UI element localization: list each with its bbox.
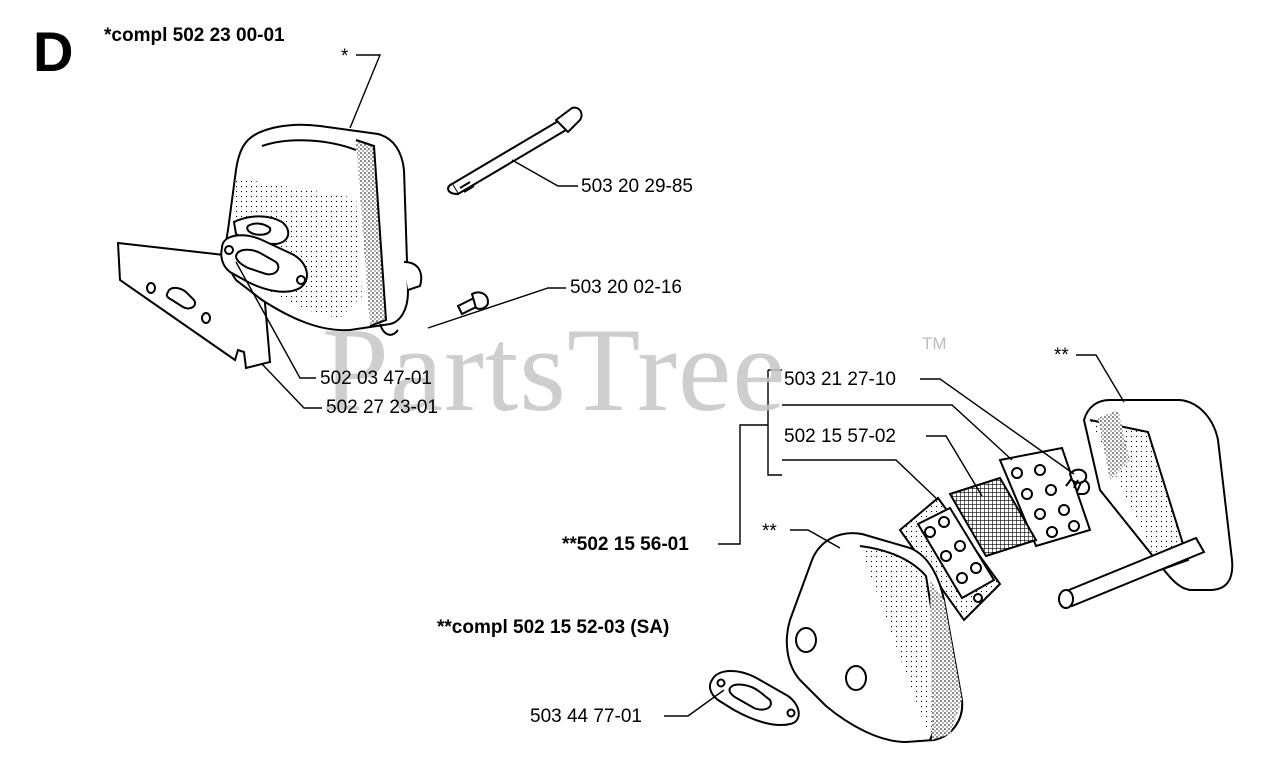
label-star2-right: ** (1054, 345, 1069, 366)
label-compl-lower[interactable]: **compl 502 15 52-03 (SA) (437, 617, 670, 638)
label-bolt[interactable]: 503 20 29-85 (581, 176, 693, 197)
label-screw-right[interactable]: 503 21 27-10 (784, 369, 896, 390)
label-kit[interactable]: **502 15 56-01 (562, 534, 689, 555)
watermark-trademark: TM (922, 334, 947, 353)
label-screen[interactable]: 502 15 57-02 (784, 426, 896, 447)
label-plate-upper[interactable]: 502 27 23-01 (326, 397, 438, 418)
label-star2-lower: ** (762, 521, 777, 542)
label-gasket-lower[interactable]: 503 44 77-01 (530, 706, 642, 727)
watermark-text: PartsTree (322, 303, 787, 436)
leader-lines (235, 54, 1125, 717)
lower-muffler-assembly (709, 399, 1234, 744)
label-screw[interactable]: 503 20 02-16 (570, 277, 682, 298)
section-letter: D (33, 20, 74, 83)
label-gasket-upper[interactable]: 502 03 47-01 (320, 368, 432, 389)
small-screw-lower (1068, 468, 1088, 484)
label-compl-upper: *compl 502 23 00-01 (104, 25, 285, 46)
spark-screen (948, 476, 1038, 558)
upper-muffler-assembly (116, 106, 583, 370)
label-star-upper: * (341, 46, 349, 67)
